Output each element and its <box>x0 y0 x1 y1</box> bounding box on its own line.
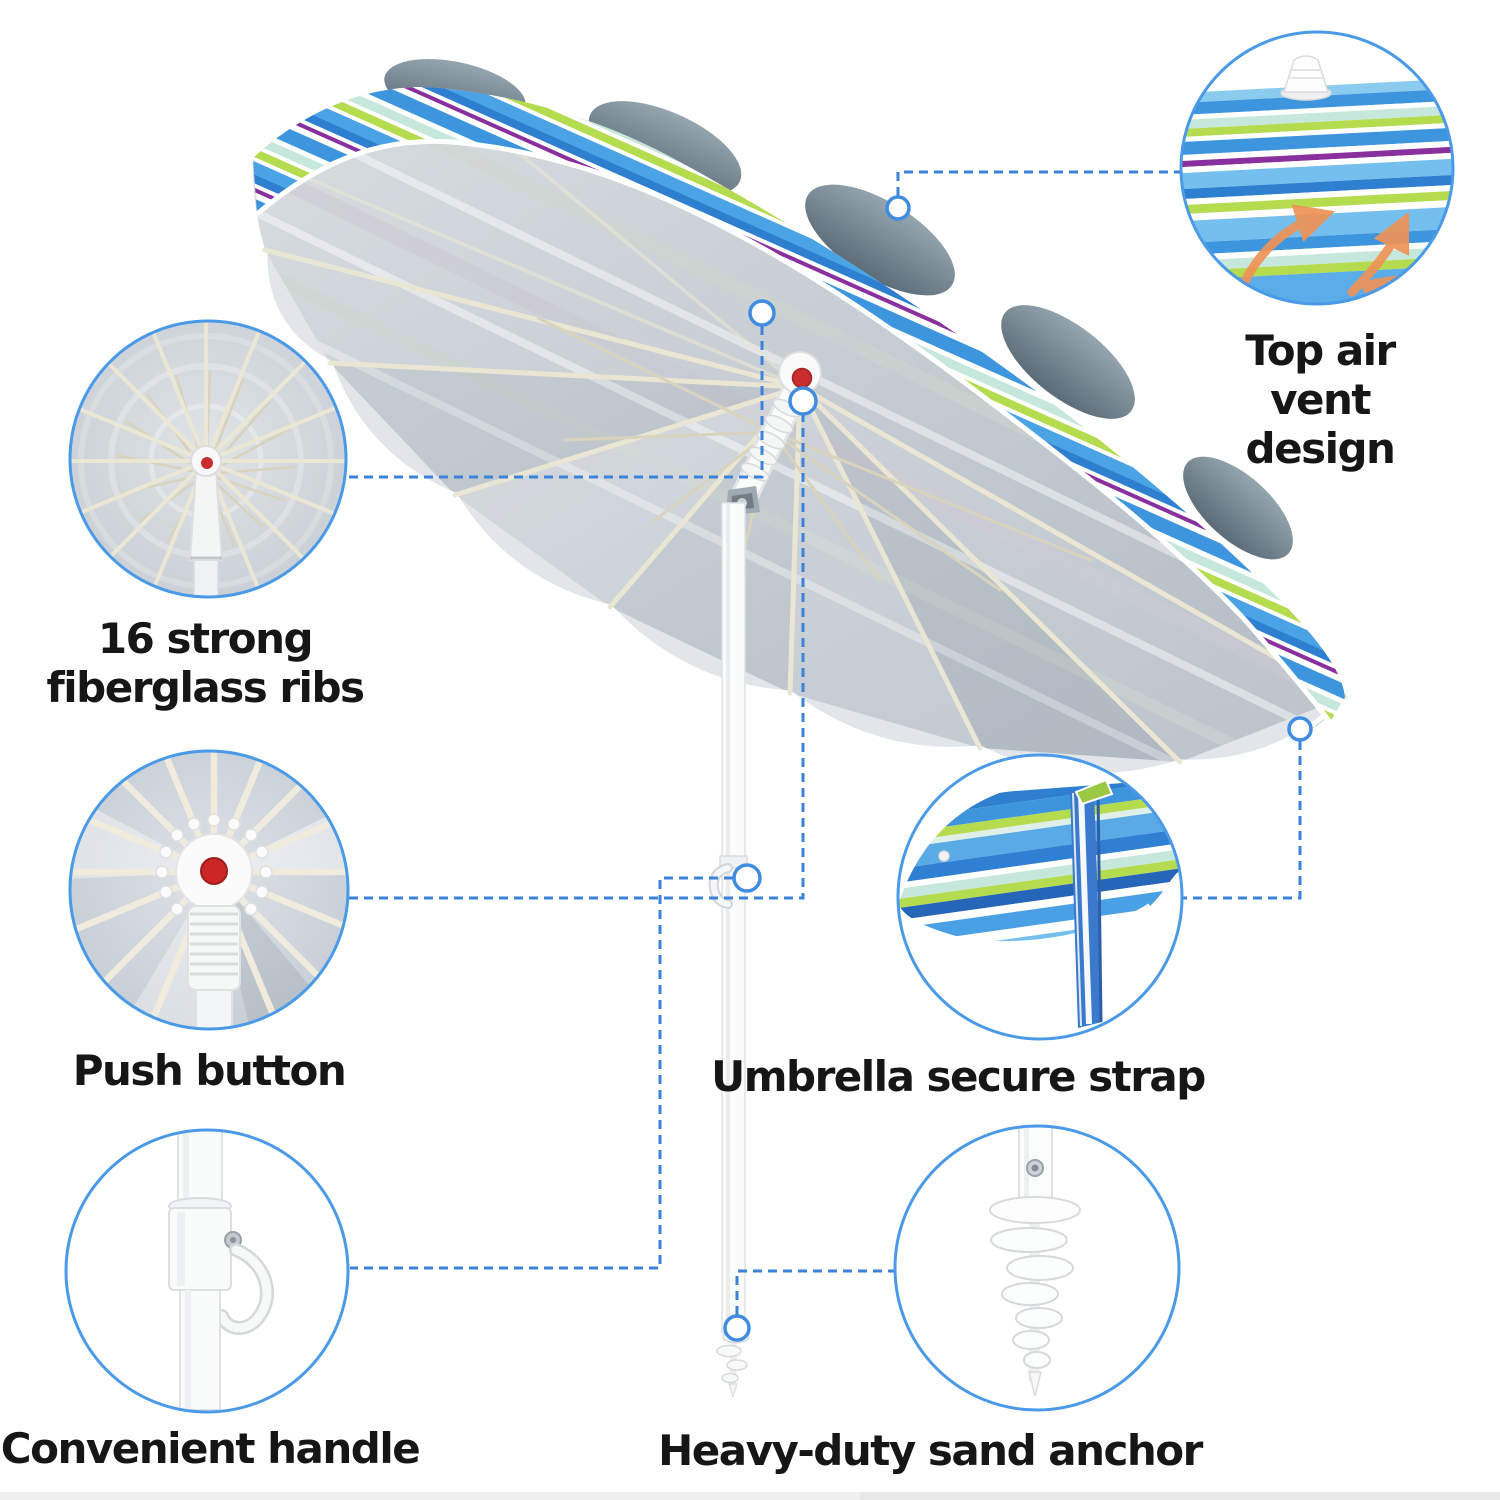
sand-anchor-spiral <box>989 1196 1081 1397</box>
connector-line-handle <box>350 876 733 1270</box>
air-vent-knob <box>1280 55 1332 101</box>
label-secure-strap: Umbrella secure strap <box>711 1052 1206 1101</box>
lower-pole <box>708 502 748 1334</box>
connector-lines <box>347 170 1302 1315</box>
connector-line-push <box>349 415 805 900</box>
valance-white-trim <box>255 138 1332 724</box>
callout-ring-push <box>68 749 350 1031</box>
callout-ring-anchor <box>893 1124 1181 1412</box>
callout-ring-handle <box>64 1128 350 1414</box>
callout-push-button <box>68 749 350 1031</box>
ribs-hub-red-dot <box>201 457 213 469</box>
connector-line-strap <box>1183 741 1302 900</box>
connector-dot-push <box>788 386 818 416</box>
connector-dot-ribs <box>748 299 776 327</box>
connector-dot-strap <box>1287 716 1313 742</box>
connector-dots <box>723 195 1313 1342</box>
label-convenient-handle: Convenient handle <box>0 1424 421 1473</box>
callout-fiberglass-ribs <box>68 319 348 599</box>
label-push-button: Push button <box>72 1046 347 1095</box>
connector-dot-handle <box>732 863 762 893</box>
callout-secure-strap <box>896 753 1184 1041</box>
push-button-red-dot <box>200 857 228 885</box>
bottom-edge-strip <box>0 1492 1500 1500</box>
label-fiberglass-ribs: 16 strong fiberglass ribs <box>46 614 365 712</box>
callout-ring-vent <box>1179 30 1455 306</box>
connector-line-ribs <box>347 326 764 479</box>
fiberglass-ribs <box>262 110 1348 765</box>
callout-top-air-vent <box>1179 30 1455 306</box>
callout-sand-anchor <box>893 1124 1181 1412</box>
secure-strap <box>1070 778 1114 1028</box>
connector-dot-anchor <box>723 1314 751 1342</box>
label-top-air-vent: Top air vent design <box>1245 326 1396 473</box>
label-sand-anchor: Heavy-duty sand anchor <box>658 1426 1203 1475</box>
connector-line-anchor <box>735 1269 894 1315</box>
umbrella <box>252 59 1348 1399</box>
callout-ring-strap <box>896 753 1184 1041</box>
hub-red-button <box>791 367 813 389</box>
callout-ring-ribs <box>68 319 348 599</box>
connector-line-vent <box>896 170 1181 196</box>
connector-dot-vent <box>885 195 911 221</box>
callout-convenient-handle <box>64 1128 350 1414</box>
